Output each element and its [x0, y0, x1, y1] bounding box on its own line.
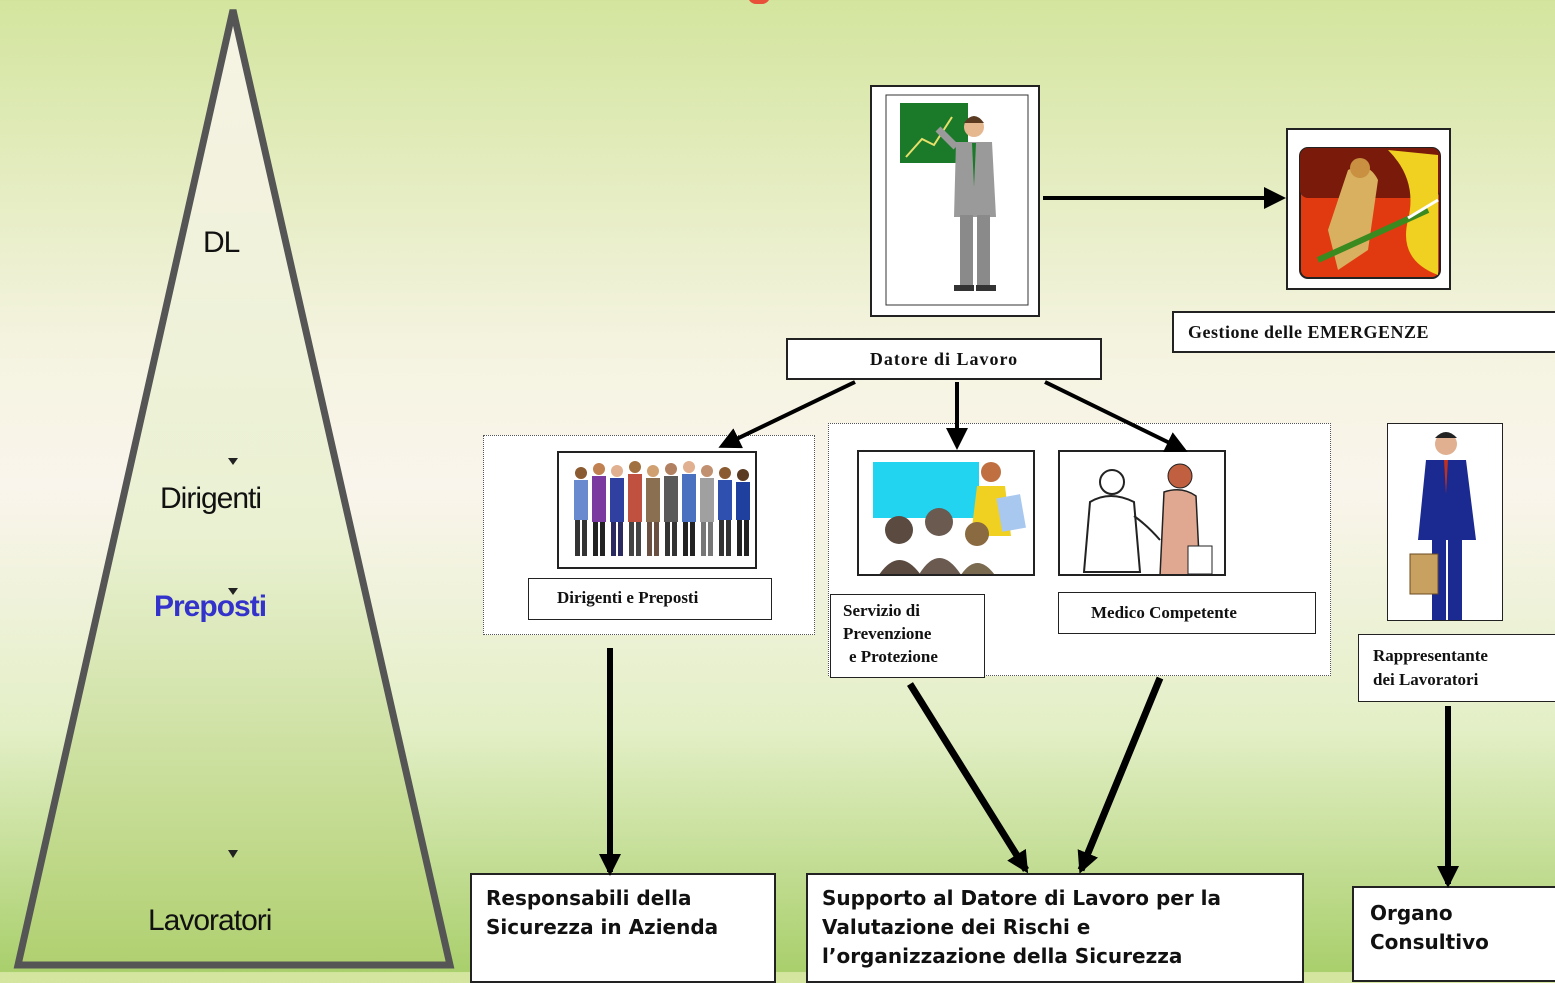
support-line-1: Supporto al Datore di Lavoro per la — [822, 886, 1222, 910]
prevention-label-line-1: Servizio di — [843, 601, 920, 620]
pyramid-level-dl: DL — [203, 226, 240, 259]
employer-picture — [870, 85, 1040, 317]
managers-label: Dirigenti e Preposti — [557, 588, 699, 607]
pyramid-shape — [13, 9, 455, 969]
responsible-line-1: Responsabili della — [486, 886, 692, 910]
bullet-icon — [228, 458, 238, 465]
advisory-line-1: Organo — [1370, 901, 1453, 925]
prevention-label-line-3: e Protezione — [849, 647, 938, 666]
managers-label-box: Dirigenti e Preposti — [528, 578, 772, 620]
support-line-2: Valutazione dei Rischi e — [822, 915, 1091, 939]
pyramid-level-lavoratori: Lavoratori — [148, 904, 272, 937]
employer-label-box: Datore di Lavoro — [786, 338, 1102, 380]
rls-label-line-1: Rappresentante — [1373, 646, 1488, 665]
support-line-3: l’organizzazione della Sicurezza — [822, 944, 1183, 968]
prevention-label-line-2: Prevenzione — [843, 624, 932, 643]
firefighter-icon — [1299, 147, 1441, 279]
pyramid-level-preposti: Preposti — [154, 590, 267, 623]
doctor-icon — [1082, 463, 1213, 574]
doctor-label-box: Medico Competente — [1058, 592, 1316, 634]
businessman-icon — [1409, 432, 1476, 620]
pyramid-level-dirigenti: Dirigenti — [160, 482, 262, 515]
meeting-icon — [873, 462, 1026, 574]
responsible-box: Responsabili della Sicurezza in Azienda — [470, 873, 776, 983]
emergency-picture — [1286, 128, 1451, 290]
responsible-line-2: Sicurezza in Azienda — [486, 915, 719, 939]
managers-picture — [557, 451, 757, 569]
bullet-icon — [228, 588, 238, 595]
prevention-label-box: Servizio di Prevenzione e Protezione — [830, 594, 985, 678]
presenter-icon — [885, 94, 1029, 306]
group-of-people-icon — [574, 461, 750, 556]
employer-label: Datore di Lavoro — [869, 349, 1019, 369]
rls-picture — [1387, 423, 1503, 621]
support-box: Supporto al Datore di Lavoro per la Valu… — [806, 873, 1304, 983]
rls-label-line-2: dei Lavoratori — [1373, 670, 1479, 689]
doctor-picture — [1058, 450, 1226, 576]
title-fragment — [748, 0, 770, 4]
prevention-service-picture — [857, 450, 1035, 576]
rls-label-box: Rappresentante dei Lavoratori — [1358, 634, 1555, 702]
emergency-label-box: Gestione delle EMERGENZE — [1172, 311, 1555, 353]
advisory-box: Organo Consultivo — [1352, 886, 1555, 982]
doctor-label: Medico Competente — [1091, 603, 1237, 622]
emergency-label: Gestione delle EMERGENZE — [1188, 322, 1429, 342]
bullet-icon — [228, 850, 238, 858]
advisory-line-2: Consultivo — [1370, 930, 1489, 954]
